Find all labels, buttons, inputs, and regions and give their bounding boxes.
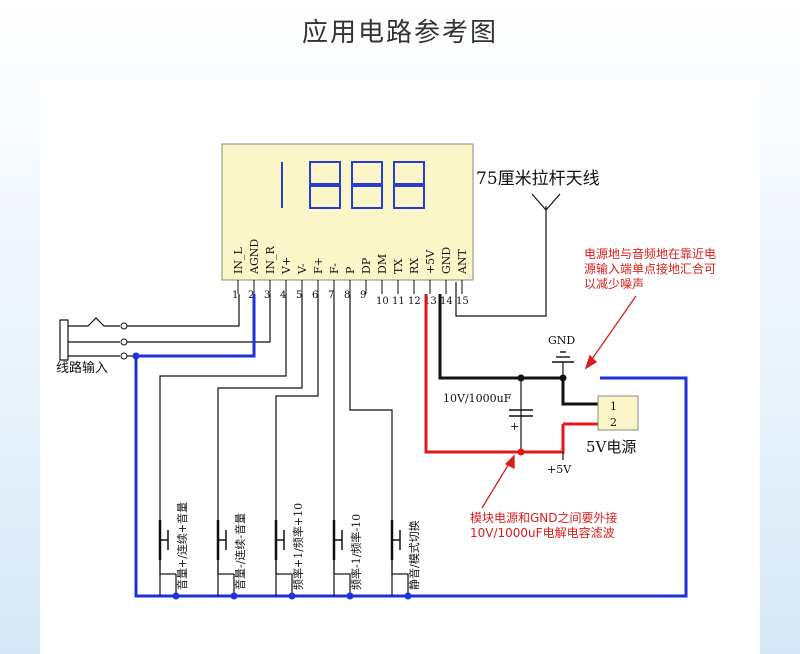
pin-number: 15 — [456, 296, 469, 307]
pin-label: F- — [328, 263, 341, 274]
jack-connectors — [120, 322, 128, 360]
pin-label: TX — [392, 259, 405, 274]
pin-number: 2 — [248, 290, 254, 301]
push-buttons: 音量+/连续+音量 音量-/连续-音量 频率+1/频率+10 频率-1/频率-10 静音… — [158, 502, 421, 596]
connector-pin2: 2 — [610, 416, 617, 429]
pin-number: 5 — [296, 290, 302, 301]
pin-number: 4 — [280, 290, 286, 301]
ground-note: 电源地与音频地在靠近电 源输入端单点接地汇合可 以减少噪声 — [584, 246, 716, 291]
pin-number: 11 — [392, 296, 405, 307]
push-button — [216, 520, 235, 596]
plus5v-label: +5V — [547, 463, 572, 476]
cap-note: 模块电源和GND之间要外接 10V/1000uF电解电容滤波 — [470, 510, 618, 540]
button-label: 音量+/连续+音量 — [175, 502, 189, 590]
pin-number: 10 — [376, 296, 389, 307]
pin-label: P — [344, 266, 357, 274]
pin-label: V- — [296, 263, 309, 275]
antenna — [455, 193, 561, 317]
push-button — [158, 520, 177, 596]
gnd-symbol — [552, 351, 574, 363]
pin-number: 13 — [424, 296, 437, 307]
pin-number: 14 — [440, 296, 453, 307]
button-label: 频率-1/频率-10 — [349, 514, 363, 590]
cap-note-arrow — [481, 454, 515, 509]
digit-8 — [393, 161, 425, 209]
pin-label: IN_L — [232, 247, 245, 274]
input-wires — [127, 294, 271, 357]
note-line: 10V/1000uF电解电容滤波 — [470, 525, 615, 540]
pin-number: 6 — [312, 290, 318, 301]
capacitor — [509, 409, 533, 417]
pin-label: +5V — [424, 249, 437, 274]
digit-8 — [351, 161, 383, 209]
power-junctions — [517, 374, 567, 456]
power-label: 5V电源 — [586, 438, 636, 456]
capacitor-label: 10V/1000uF — [443, 392, 512, 405]
pin-number: 7 — [328, 290, 334, 301]
gnd-label: GND — [548, 334, 575, 347]
pin-label: V+ — [280, 257, 293, 275]
pin-label: F+ — [312, 257, 325, 274]
button-label: 音量-/连续-音量 — [233, 513, 247, 590]
pin-stubs — [237, 280, 463, 294]
power-connector — [597, 395, 639, 431]
pin-number: 8 — [344, 290, 350, 301]
digit-8 — [309, 161, 341, 209]
antenna-label: 75厘米拉杆天线 — [476, 169, 600, 189]
push-button — [332, 520, 351, 596]
pin-label: DP — [360, 257, 373, 274]
note-line: 电源地与音频地在靠近电 — [584, 246, 716, 261]
button-label: 静音/模式切换 — [407, 520, 421, 590]
note-line: 模块电源和GND之间要外接 — [470, 510, 618, 525]
junction-dots — [132, 352, 412, 600]
line-input-label: 线路输入 — [56, 360, 108, 376]
pin-label: RX — [408, 258, 421, 274]
button-label: 频率+1/频率+10 — [291, 503, 305, 590]
pin-label: IN_R — [264, 246, 277, 274]
note-line: 源输入端单点接地汇合可 — [584, 261, 716, 276]
audio-jack — [59, 317, 120, 361]
capacitor-plus: + — [510, 420, 519, 433]
pin-label: ANT — [456, 248, 469, 275]
pin-label: DM — [376, 254, 389, 274]
note-line: 以减少噪声 — [584, 277, 644, 291]
seven-segment-display — [281, 161, 425, 209]
pin-number: 9 — [360, 290, 366, 301]
pin-number: 3 — [264, 290, 270, 301]
ground-note-arrow — [584, 295, 637, 370]
pin-number: 12 — [408, 296, 421, 307]
push-button — [274, 520, 293, 596]
pin-number: 1 — [232, 290, 238, 301]
pin-label: GND — [440, 247, 453, 274]
connector-pin1: 1 — [610, 400, 617, 413]
push-button — [390, 520, 409, 596]
pin-label: AGND — [248, 239, 261, 275]
module-body — [221, 143, 474, 281]
page-title: 应用电路参考图 — [301, 18, 498, 48]
power-wires — [424, 294, 598, 460]
